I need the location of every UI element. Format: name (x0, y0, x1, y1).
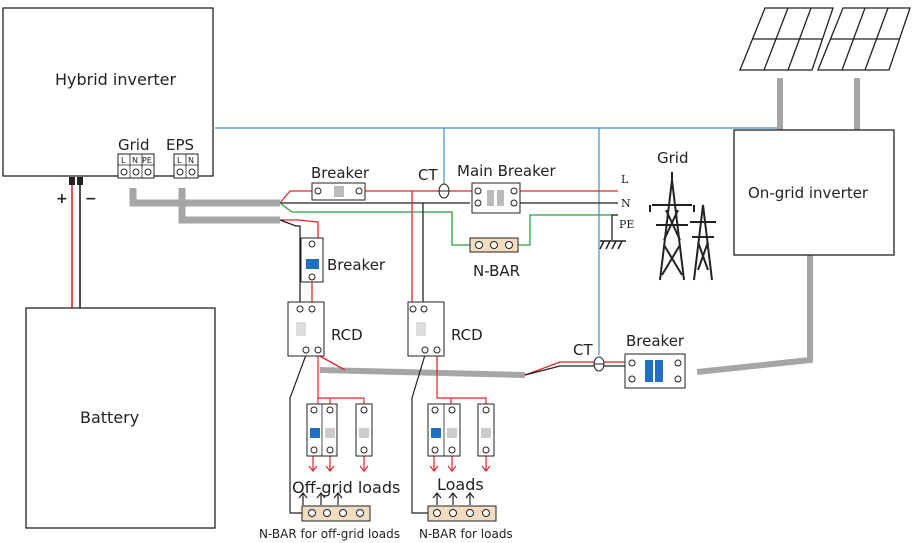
eps-port-label: EPS (166, 136, 194, 154)
offgrid-loads-label: Off-grid loads (292, 478, 400, 497)
line-n-label: N (621, 197, 631, 210)
loads-n-bus (411, 354, 428, 514)
pe-ground-drop (611, 214, 618, 240)
n-bar-loads (427, 505, 497, 522)
offgrid-load-arrows (308, 455, 369, 472)
hybrid-inverter-label: Hybrid inverter (55, 70, 177, 89)
offgrid-load-breakers (306, 403, 373, 457)
ct-top-label: CT (418, 166, 438, 184)
breaker-ongrid (624, 353, 686, 389)
line-l-label: L (621, 173, 629, 186)
on-grid-inverter-box (733, 129, 895, 256)
ct-top-icon (438, 183, 450, 199)
main-breaker-label: Main Breaker (457, 162, 557, 180)
power-tower-icon (649, 172, 716, 281)
grid-term-n: N (132, 156, 138, 165)
load-breakers (427, 403, 495, 457)
loads-return-arrows (432, 492, 475, 505)
n-bar-label: N-BAR (473, 262, 520, 280)
ac-combine-cable (319, 367, 526, 378)
n-bar-offgrid-label: N-BAR for off-grid loads (259, 527, 400, 541)
eps-n-wire (279, 219, 301, 302)
grid-l-wire (279, 190, 312, 204)
offgrid-l-bus (317, 355, 365, 404)
rcd-left-out-l (317, 354, 346, 371)
breaker-ongrid-label: Breaker (626, 332, 685, 350)
grid-tower-label: Grid (657, 149, 688, 167)
grid-pe-wire (279, 202, 470, 246)
grid-port-label: Grid (118, 136, 149, 154)
grid-cable (129, 188, 280, 207)
n-bar-offgrid (301, 505, 371, 522)
breaker-top-label: Breaker (311, 164, 370, 182)
eps-term-l: L (177, 156, 182, 165)
pv-panel-icon (739, 7, 911, 71)
line-pe-label: PE (619, 218, 634, 231)
eps-l-wire (280, 219, 319, 238)
loads-l-bus (436, 372, 487, 404)
n-bar-loads-label: N-BAR for loads (419, 527, 513, 541)
grid-terminal-block: L N PE (117, 153, 155, 179)
rcd-right-label: RCD (451, 326, 483, 344)
loads-arrows (429, 455, 491, 472)
offgrid-n-bus (289, 354, 307, 514)
ct-bottom-label: CT (573, 341, 593, 359)
hybrid-inverter-box (2, 7, 214, 177)
ac-n-wire-ct (524, 365, 625, 376)
ongrid-output-cable (696, 255, 813, 375)
eps-terminal-block: L N (173, 153, 199, 179)
rcd-left-label: RCD (331, 326, 363, 344)
battery-box (25, 307, 216, 529)
pe-wire-to-ground (518, 214, 618, 246)
battery-terminal-minus (77, 177, 83, 185)
comm-wire-hybrid-to-ongrid (215, 127, 781, 135)
breaker-eps-label: Breaker (327, 256, 386, 274)
n-bar-top (469, 237, 519, 253)
rcd-left (287, 301, 325, 357)
grid-term-pe: PE (142, 156, 152, 165)
battery-minus-label: − (85, 191, 97, 207)
eps-term-n: N (188, 156, 194, 165)
battery-terminal-plus (69, 177, 75, 185)
battery-label: Battery (80, 408, 139, 427)
eps-cable (178, 188, 280, 224)
breaker-top (311, 182, 366, 201)
offgrid-return-arrows (298, 492, 343, 505)
main-breaker (471, 182, 521, 214)
breaker-eps (300, 237, 324, 283)
battery-plus-label: + (56, 191, 68, 207)
ac-l-wire-ct (524, 361, 625, 376)
on-grid-inverter-label: On-grid inverter (748, 184, 869, 202)
loads-label: Loads (437, 475, 484, 494)
ground-icon (599, 240, 626, 250)
ct-bottom-icon (593, 356, 605, 372)
grid-term-l: L (121, 156, 126, 165)
rcd-right (407, 301, 445, 357)
